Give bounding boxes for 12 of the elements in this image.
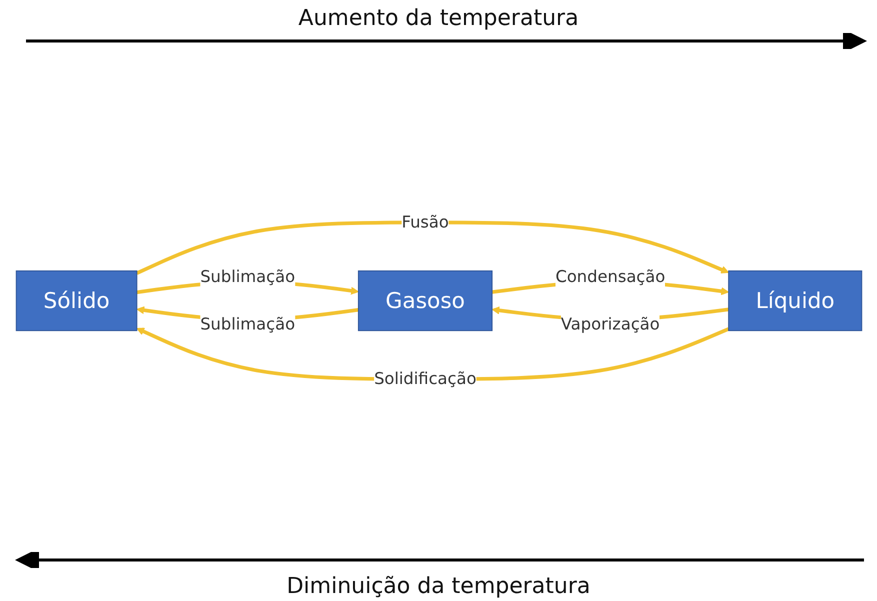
edge-label: Condensação [554,267,665,286]
edge-label: Fusão [401,212,448,232]
edge-label: Vaporização [560,314,660,334]
edge-label: Sublimação [200,267,295,286]
edge-label: Sublimação [200,314,295,334]
node-box: Gasoso [357,270,492,331]
axis-label: Aumento da temperatura [298,6,579,31]
edge-label: Solidificação [374,369,476,388]
node-box: Sólido [15,270,137,331]
axis-label: Diminuição da temperatura [286,574,590,599]
arrow [136,220,728,275]
node-box: Líquido [728,270,862,331]
